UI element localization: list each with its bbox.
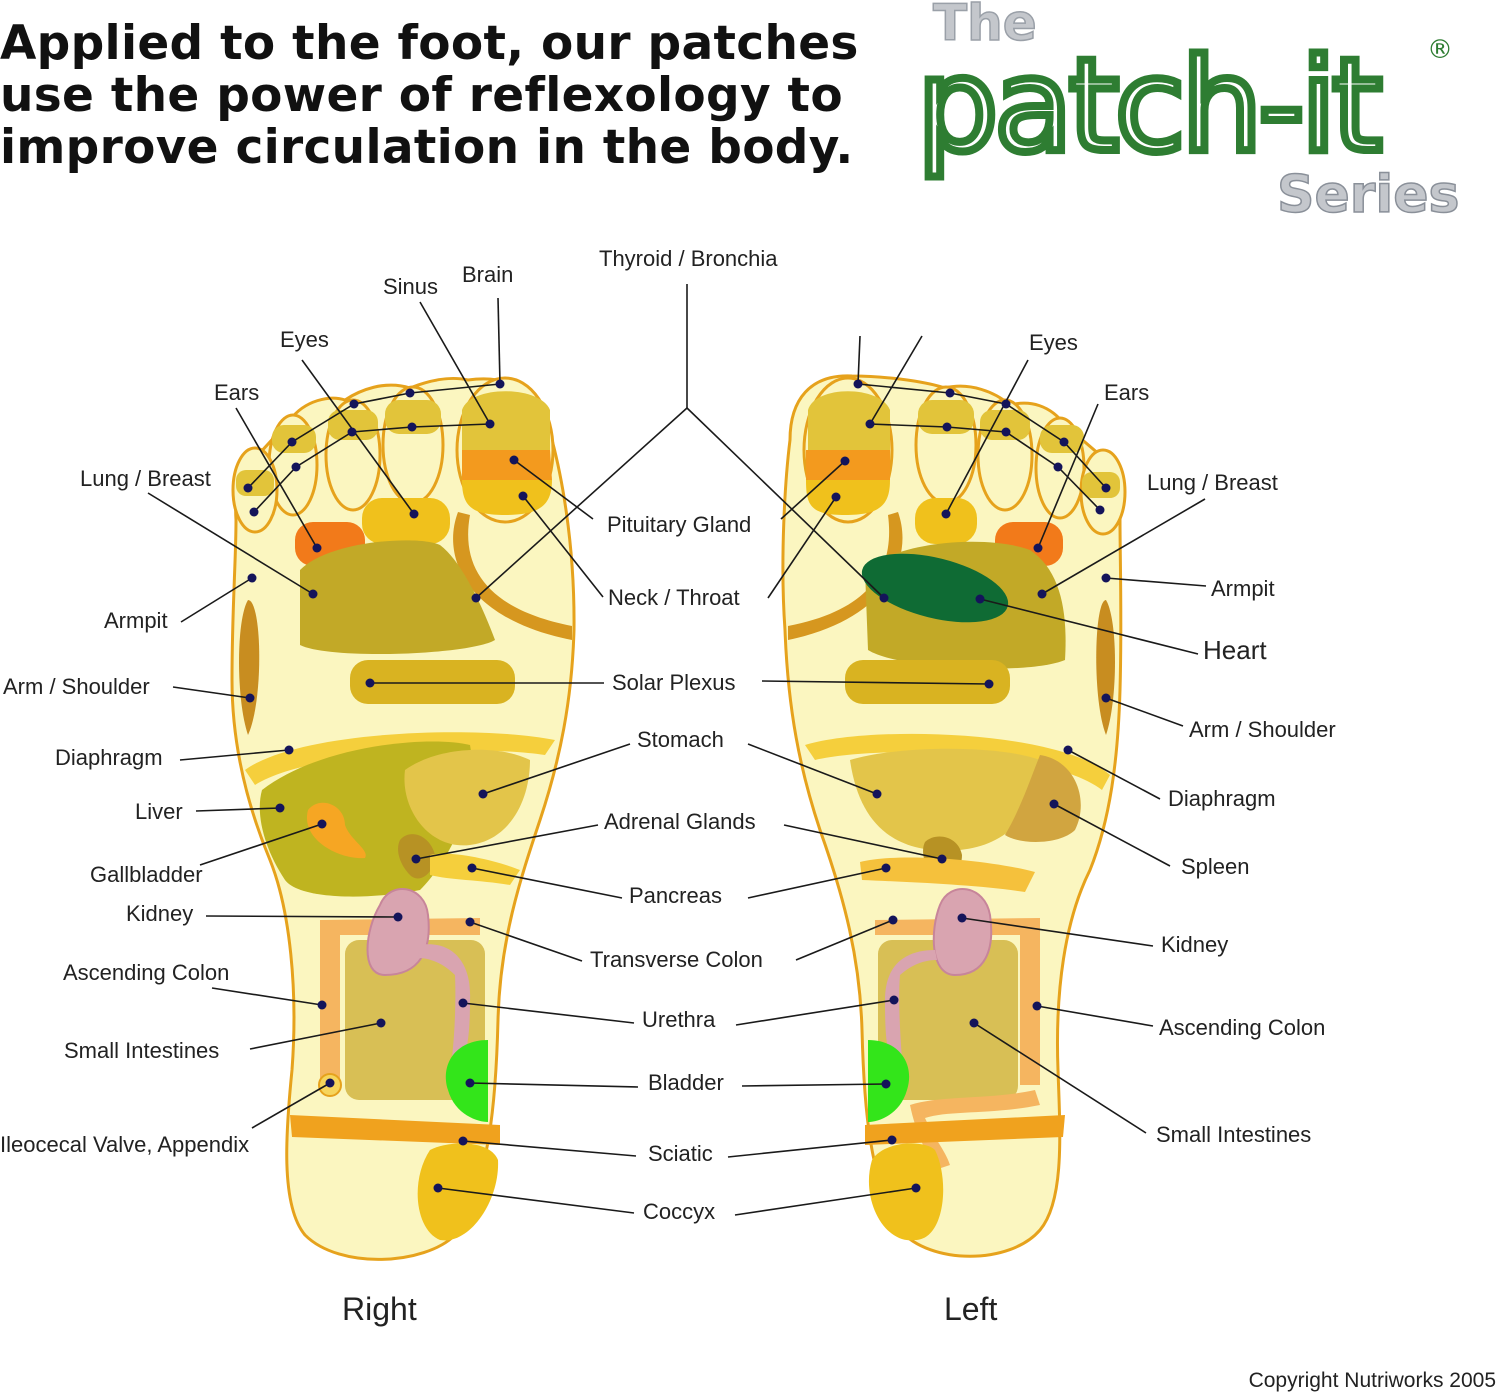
label-neck-throat: Neck / Throat bbox=[608, 585, 740, 610]
left-toe-zones bbox=[806, 391, 1120, 566]
headline-line-1: Applied to the foot, our patches bbox=[0, 16, 859, 71]
label-adrenal-glands: Adrenal Glands bbox=[604, 809, 756, 834]
label-sciatic: Sciatic bbox=[648, 1141, 713, 1166]
label-transverse-colon: Transverse Colon bbox=[590, 947, 763, 972]
label-right-diaphragm: Diaphragm bbox=[55, 745, 163, 770]
label-left-armpit: Armpit bbox=[1211, 576, 1275, 601]
left-colon bbox=[875, 918, 1040, 1085]
left-diaphragm-band bbox=[805, 733, 1110, 790]
label-right-kidney: Kidney bbox=[126, 901, 193, 926]
label-right-lung-breast: Lung / Breast bbox=[80, 466, 211, 491]
center-labels: Thyroid / Bronchia Pituitary Gland Neck … bbox=[590, 246, 778, 1224]
label-left-eyes: Eyes bbox=[1029, 330, 1078, 355]
right-neck-band bbox=[453, 512, 572, 640]
label-right-eyes: Eyes bbox=[280, 327, 329, 352]
label-right-ascending-colon: Ascending Colon bbox=[63, 960, 229, 985]
headline: Applied to the foot, our patches use the… bbox=[0, 18, 860, 174]
label-bladder: Bladder bbox=[648, 1070, 724, 1095]
foot-name-right: Right bbox=[342, 1291, 417, 1327]
patch-it-logo: The patch-it ® Series bbox=[913, 0, 1460, 226]
label-left-ascending-colon: Ascending Colon bbox=[1159, 1015, 1325, 1040]
left-foot-labels: Eyes Ears Lung / Breast Armpit Heart Arm… bbox=[1029, 330, 1336, 1147]
left-sciatic-band bbox=[865, 1115, 1065, 1145]
right-coccyx-zone bbox=[417, 1143, 499, 1241]
label-left-spleen: Spleen bbox=[1181, 854, 1250, 879]
label-right-brain: Brain bbox=[462, 262, 513, 287]
right-colon bbox=[320, 918, 480, 1085]
label-pituitary-gland: Pituitary Gland bbox=[607, 512, 751, 537]
label-right-gallbladder: Gallbladder bbox=[90, 862, 203, 887]
logo-registered: ® bbox=[1427, 35, 1453, 65]
left-intestine-zone bbox=[878, 940, 1018, 1100]
right-urethra bbox=[418, 944, 471, 1060]
label-right-armpit: Armpit bbox=[104, 608, 168, 633]
label-left-lung-breast: Lung / Breast bbox=[1147, 470, 1278, 495]
right-arm-zone bbox=[239, 600, 260, 735]
label-coccyx: Coccyx bbox=[643, 1199, 715, 1224]
logo-series: Series bbox=[1277, 165, 1459, 225]
logo-wordmark: patch-it bbox=[917, 32, 1380, 181]
left-arm-zone bbox=[1096, 600, 1115, 735]
copyright-notice: Copyright Nutriworks 2005 bbox=[1248, 1369, 1496, 1392]
label-pancreas: Pancreas bbox=[629, 883, 722, 908]
label-right-liver: Liver bbox=[135, 799, 183, 824]
right-foot-labels: Brain Sinus Eyes Ears Lung / Breast Armp… bbox=[0, 262, 513, 1157]
label-right-small-intestines: Small Intestines bbox=[64, 1038, 219, 1063]
left-solar-plexus-zone bbox=[845, 660, 1010, 704]
label-right-ears: Ears bbox=[214, 380, 259, 405]
leader-lines bbox=[147, 284, 1207, 1216]
left-urethra bbox=[885, 950, 937, 1062]
label-right-sinus: Sinus bbox=[383, 274, 438, 299]
left-sigmoid bbox=[910, 1090, 1040, 1170]
headline-line-3: improve circulation in the body. bbox=[0, 120, 854, 175]
right-stomach-zone bbox=[404, 749, 530, 846]
label-left-ears: Ears bbox=[1104, 380, 1149, 405]
right-solar-plexus-zone bbox=[350, 660, 515, 704]
label-thyroid-bronchia: Thyroid / Bronchia bbox=[599, 246, 778, 271]
left-heart bbox=[861, 553, 1009, 623]
right-lung-zone bbox=[300, 540, 495, 655]
logo-the: The bbox=[933, 0, 1037, 52]
label-left-heart: Heart bbox=[1203, 635, 1267, 665]
label-right-arm-shoulder: Arm / Shoulder bbox=[3, 674, 150, 699]
label-left-diaphragm: Diaphragm bbox=[1168, 786, 1276, 811]
right-foot bbox=[230, 376, 576, 1261]
label-left-small-intestines: Small Intestines bbox=[1156, 1122, 1311, 1147]
headline-line-2: use the power of reflexology to bbox=[0, 68, 843, 123]
foot-name-left: Left bbox=[944, 1291, 997, 1327]
right-diaphragm-band bbox=[245, 732, 555, 785]
label-left-kidney: Kidney bbox=[1161, 932, 1228, 957]
left-kidney bbox=[932, 888, 993, 977]
left-pancreas-band bbox=[860, 857, 1035, 892]
label-right-ileocecal: Ileocecal Valve, Appendix bbox=[0, 1132, 249, 1157]
reflex-point-markers bbox=[243, 379, 1111, 1193]
label-stomach: Stomach bbox=[637, 727, 724, 752]
right-sciatic-band bbox=[290, 1115, 500, 1145]
left-spleen-zone bbox=[1005, 755, 1081, 842]
left-coccyx-zone bbox=[868, 1143, 944, 1241]
left-foot bbox=[781, 374, 1127, 1258]
left-stomach-zone bbox=[850, 748, 1040, 851]
label-solar-plexus: Solar Plexus bbox=[612, 670, 736, 695]
right-gallbladder-zone bbox=[306, 802, 366, 859]
label-urethra: Urethra bbox=[642, 1007, 716, 1032]
label-left-arm-shoulder: Arm / Shoulder bbox=[1189, 717, 1336, 742]
